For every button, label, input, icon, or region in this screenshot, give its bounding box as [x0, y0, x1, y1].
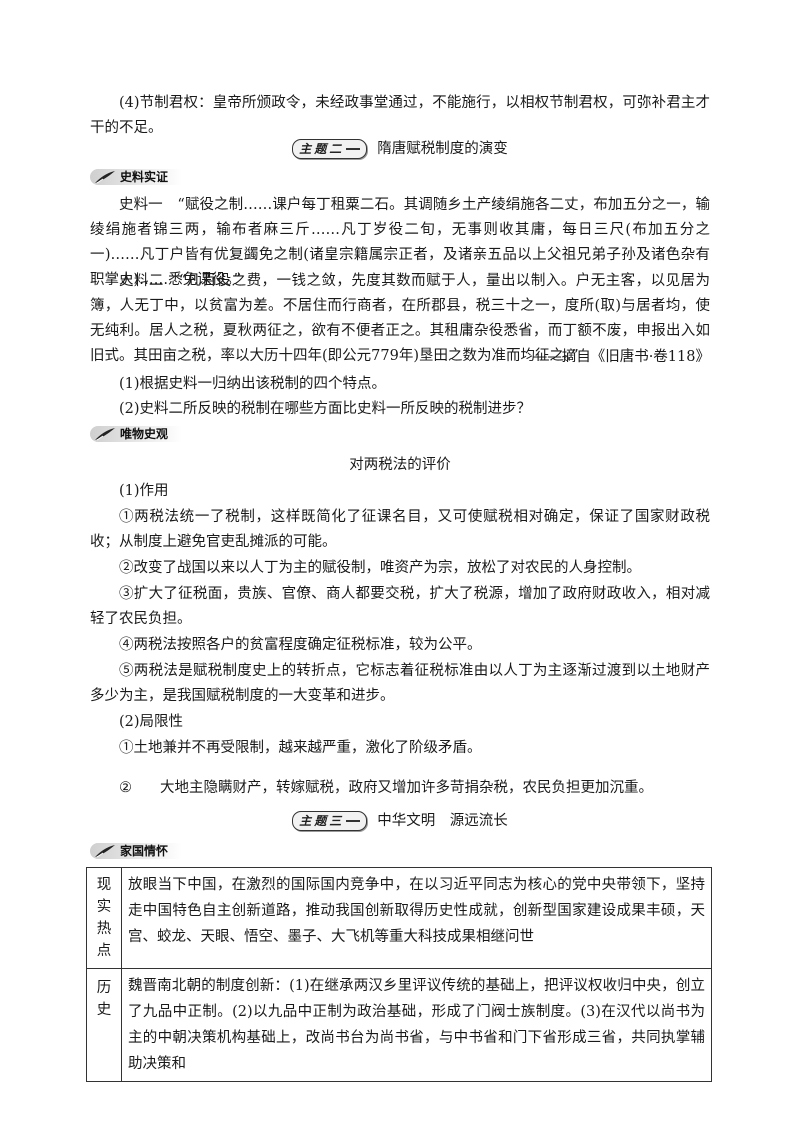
topic-header-3: 主题三 中华文明 源远流长	[0, 810, 800, 832]
table-row-head: 历史	[86, 968, 122, 1082]
limit-item-2: ② 大地主隐瞒财产，转嫁赋税，政府又增加许多苛捐杂税，农民负担更加沉重。	[90, 776, 710, 801]
source-2: 史料二 “凡百役之费，一钱之敛，先度其数而赋于人，量出以制入。户无主客，以见居为…	[90, 273, 710, 364]
topic-badge: 主题三	[292, 811, 368, 831]
quill-icon	[95, 845, 115, 858]
section-tag-sources: 史料实证	[90, 168, 196, 186]
intro-item: (4)节制君权：皇帝所颁政令，未经政事堂通过，不能施行，以相权节制君权，可弥补君…	[90, 95, 710, 136]
limit-item-2-text: 大地主隐瞒财产，转嫁赋税，政府又增加许多苛捐杂税，农民负担更加沉重。	[160, 780, 653, 796]
table-row: 现实热点 放眼当下中国，在激烈的国际国内竞争中，在以习近平同志为核心的党中央带领…	[86, 867, 712, 969]
role-heading: (1)作用	[119, 483, 169, 499]
role-item-3: ③扩大了征税面，贵族、官僚、商人都要交税，扩大了税源，增加了政府财政收入，相对减…	[90, 586, 710, 627]
quill-icon	[95, 171, 115, 184]
section-tag-patriotism: 家国情怀	[90, 842, 196, 860]
table-row-head: 现实热点	[86, 867, 122, 969]
source-1: 史料一 “赋役之制……课户每丁租粟二石。其调随乡土产绫绢施各二丈，布加五分之一，…	[90, 197, 710, 288]
source-2-citation: ——摘自《旧唐书·卷118》	[532, 349, 710, 365]
quill-icon	[95, 428, 115, 441]
topic-header-2: 主题二 隋唐赋税制度的演变	[0, 138, 800, 160]
role-item-2: ②改变了战国以来以人丁为主的赋役制，唯资产为宗，放松了对农民的人身控制。	[119, 560, 641, 576]
table-row-body: 放眼当下中国，在激烈的国际国内竞争中，在以习近平同志为核心的党中央带领下，坚持走…	[121, 867, 712, 969]
topic-badge: 主题二	[292, 139, 368, 159]
role-item-5: ⑤两税法是赋税制度史上的转折点，它标志着征税标准由以人丁为主逐渐过渡到以土地财产…	[90, 663, 710, 704]
table-row-body: 魏晋南北朝的制度创新：(1)在继承两汉乡里评议传统的基础上，把评议权收归中央，创…	[121, 968, 712, 1082]
role-item-1: ①两税法统一了税制，这样既简化了征课名目，又可使赋税相对确定，保证了国家财政税收…	[90, 509, 710, 550]
evaluation-title: 对两税法的评价	[349, 457, 451, 473]
role-item-4: ④两税法按照各户的贫富程度确定征税标准，较为公平。	[119, 637, 482, 653]
limit-item-1: ①土地兼并不再受限制，越来越严重，激化了阶级矛盾。	[119, 740, 482, 756]
limit-item-2-number: ②	[119, 780, 132, 796]
topic-title: 中华文明 源远流长	[377, 813, 508, 829]
topic-title: 隋唐赋税制度的演变	[377, 141, 508, 157]
section-tag-materialism: 唯物史观	[90, 425, 196, 443]
question-1: (1)根据史料一归纳出该税制的四个特点。	[119, 376, 387, 392]
topic-table: 现实热点 放眼当下中国，在激烈的国际国内竞争中，在以习近平同志为核心的党中央带领…	[86, 867, 712, 1082]
question-2: (2)史料二所反映的税制在哪些方面比史料一所反映的税制进步？	[119, 401, 532, 417]
limit-heading: (2)局限性	[119, 714, 184, 730]
table-row: 历史 魏晋南北朝的制度创新：(1)在继承两汉乡里评议传统的基础上，把评议权收归中…	[86, 968, 712, 1082]
